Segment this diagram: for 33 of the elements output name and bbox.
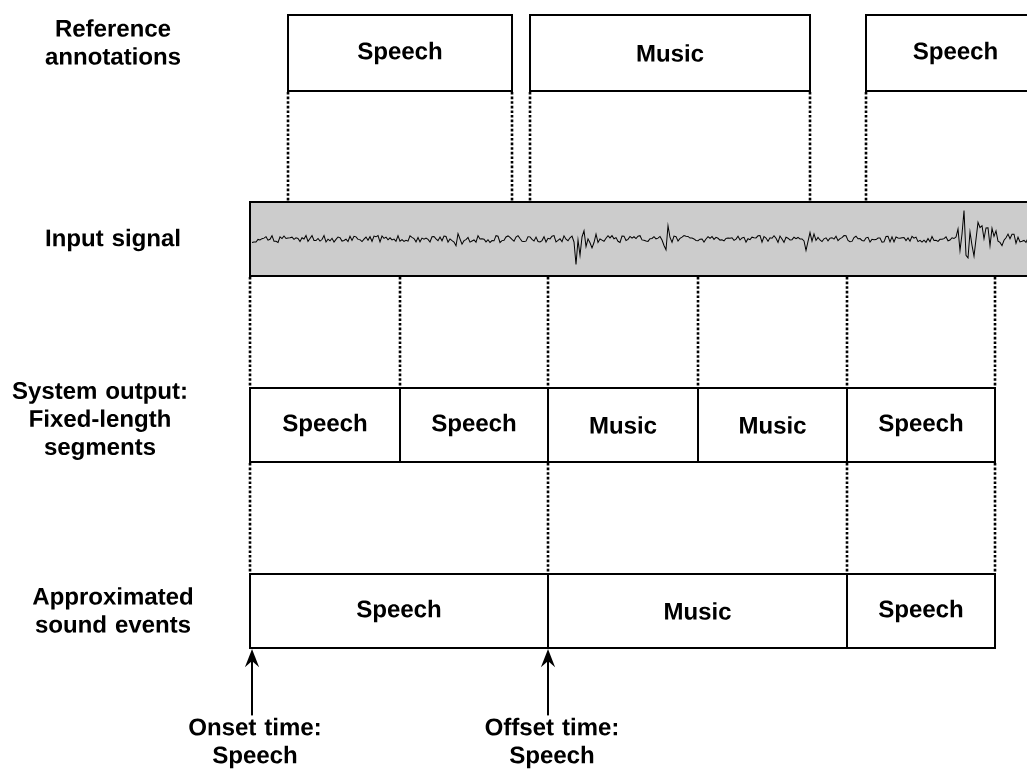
segment-box: Speech <box>399 387 549 463</box>
guide-line <box>248 277 252 387</box>
guide-line <box>696 277 700 387</box>
annotation-box: Speech <box>865 14 1027 92</box>
event-box: Speech <box>846 573 996 649</box>
row-label: Input signal <box>46 228 180 252</box>
guide-line <box>993 463 997 573</box>
guide-line <box>845 463 849 573</box>
row-label: Reference annotations <box>45 19 181 65</box>
guide-line <box>845 277 849 387</box>
annotation-box: Speech <box>287 14 513 92</box>
guide-line <box>528 92 532 201</box>
guide-line <box>993 277 997 387</box>
segment-box: Music <box>697 387 848 463</box>
guide-line <box>286 92 290 201</box>
event-box: Music <box>547 573 848 649</box>
guide-line <box>398 277 402 387</box>
segment-box: Speech <box>846 387 996 463</box>
guide-line <box>248 463 252 573</box>
event-box: Speech <box>249 573 549 649</box>
row-label: Approximated sound events <box>32 587 193 633</box>
segment-box: Music <box>547 387 699 463</box>
annotation-box: Music <box>529 14 811 92</box>
segment-box: Speech <box>249 387 401 463</box>
time-label: Onset time: Speech <box>189 717 320 769</box>
signal-box <box>249 201 1027 277</box>
guide-line <box>546 463 550 573</box>
guide-line <box>510 92 514 201</box>
guide-line <box>808 92 812 201</box>
row-label: System output: Fixed-length segments <box>12 382 186 460</box>
guide-line <box>546 277 550 387</box>
time-label: Offset time: Speech <box>485 717 617 769</box>
guide-line <box>864 92 868 201</box>
